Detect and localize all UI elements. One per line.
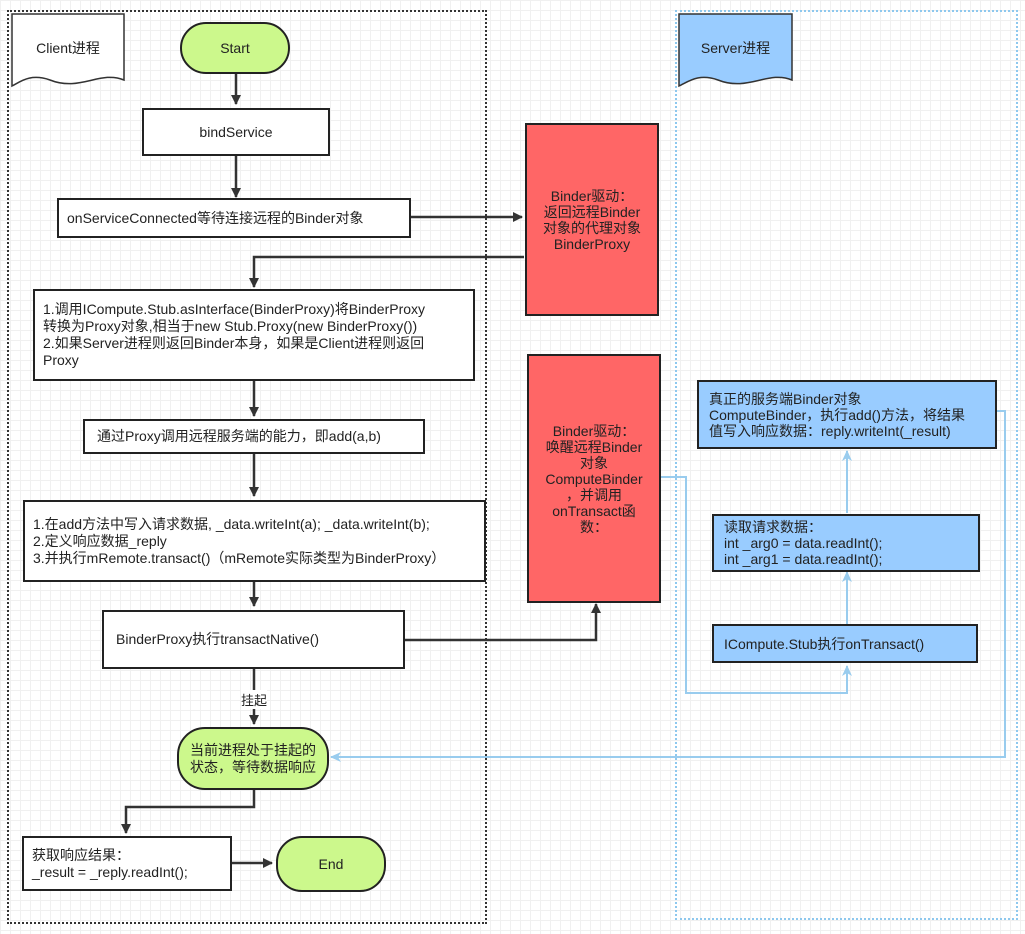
driver-wake-remote-box: Binder驱动： 唤醒远程Binder 对象 ComputeBinder ，并…: [527, 354, 661, 603]
get-result-box: 获取响应结果： _result = _reply.readInt();: [22, 836, 232, 891]
transact-native-box: BinderProxy执行transactNative(): [102, 610, 405, 669]
end-terminal: End: [276, 836, 386, 892]
client-lane-label: Client进程: [36, 40, 100, 56]
as-interface-box: 1.调用ICompute.Stub.asInterface(BinderProx…: [33, 289, 475, 381]
bind-service-box: bindService: [142, 108, 330, 156]
server-lane: [675, 10, 1018, 920]
on-transact-box: ICompute.Stub执行onTransact(): [712, 624, 978, 663]
real-binder-box: 真正的服务端Binder对象 ComputeBinder，执行add()方法，将…: [697, 380, 997, 449]
start-terminal: Start: [180, 22, 290, 74]
write-data-box: 1.在add方法中写入请求数据, _data.writeInt(a); _dat…: [23, 500, 486, 582]
call-add-box: 通过Proxy调用远程服务端的能力，即add(a,b): [83, 419, 425, 454]
on-service-connected-box: onServiceConnected等待连接远程的Binder对象: [57, 198, 411, 238]
read-request-box: 读取请求数据： int _arg0 = data.readInt(); int …: [712, 514, 980, 572]
client-lane: [7, 10, 487, 924]
server-lane-label: Server进程: [700, 40, 771, 56]
suspended-state-terminal: 当前进程处于挂起的 状态，等待数据响应: [177, 727, 329, 790]
suspend-label: 挂起: [241, 690, 268, 709]
driver-return-proxy-box: Binder驱动： 返回远程Binder 对象的代理对象 BinderProxy: [525, 123, 659, 316]
